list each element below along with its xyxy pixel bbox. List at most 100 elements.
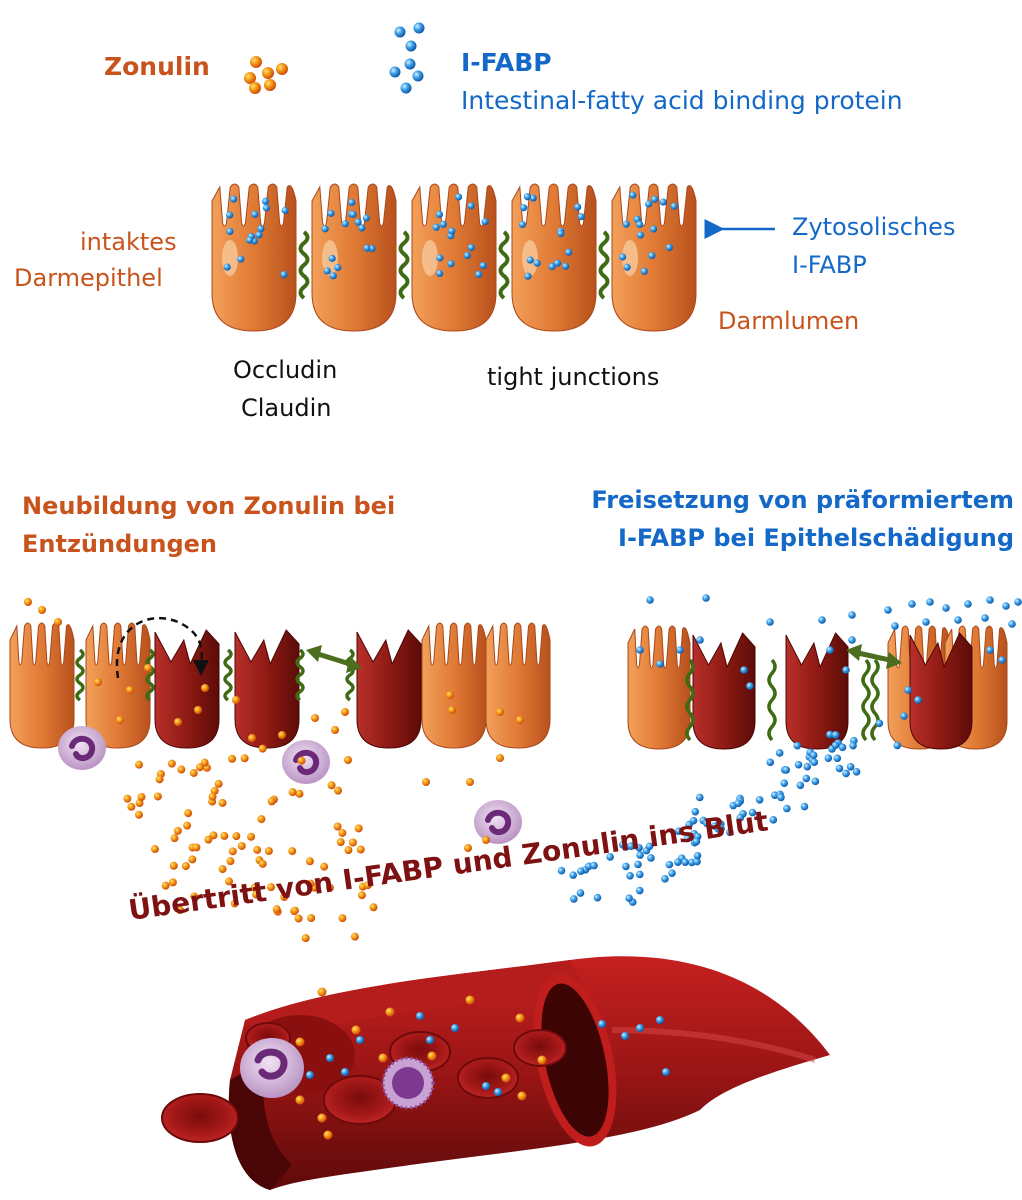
ifabp-particle [782, 766, 791, 774]
ifabp-particle [670, 202, 678, 210]
ifabp-particle [226, 211, 234, 219]
ifabp-particle [811, 777, 820, 786]
zonulin-particle [135, 760, 144, 769]
zonulin-particle [220, 831, 229, 840]
ifabp-particle [262, 204, 270, 212]
leukocyte [282, 740, 330, 784]
blood-vessel [228, 956, 830, 1190]
zonulin-particle [295, 1037, 305, 1047]
tight-junction-strands [298, 230, 610, 300]
ifabp-particle [436, 254, 444, 262]
damaged-cell [909, 632, 973, 750]
ifabp-particle [668, 869, 676, 877]
ifabp-particle [736, 813, 745, 822]
ifabp-particle [693, 851, 702, 860]
ifabp-section-title-1: Freisetzung von präformiertem [591, 486, 1014, 514]
zonulin-particle [465, 995, 475, 1005]
zonulin-particle [127, 802, 136, 811]
zonulin-particle [356, 845, 365, 854]
ifabp-particle [246, 236, 254, 244]
zonulin-particle [278, 731, 286, 739]
ifabp-particle [569, 871, 577, 879]
ifabp-particle [623, 263, 631, 271]
zonulin-particle [161, 881, 170, 890]
ifabp-particle [665, 860, 674, 869]
ifabp-particle [818, 616, 826, 624]
ifabp-particle [306, 1071, 314, 1079]
ifabp-particle [467, 243, 475, 252]
zonulin-particle [194, 706, 202, 714]
zonulin-particle [126, 686, 134, 694]
zonulin-particle [516, 716, 524, 724]
ifabp-particle [842, 666, 850, 674]
ifabp-particle [734, 799, 742, 808]
ifabp-particle [775, 749, 784, 757]
zonulin-particle [167, 759, 176, 768]
zonulin-particle [448, 706, 456, 714]
ifabp-particle [848, 636, 856, 644]
zonulin-particle [190, 892, 199, 901]
ifabp-particle [746, 682, 754, 690]
ifabp-particle [726, 828, 734, 837]
leukocyte-nucleus [69, 735, 96, 762]
epithelial-cell [311, 183, 397, 332]
ifabp-particle [634, 860, 642, 869]
zonulin-particle [214, 779, 223, 788]
ifabp-particle [689, 816, 698, 825]
zonulin-particle [24, 598, 32, 606]
damaged-cell [234, 629, 300, 749]
zonulin-particle [184, 809, 193, 818]
ifabp-particle [621, 1032, 629, 1040]
ifabp-particle [640, 267, 648, 275]
ifabp-particle [645, 842, 654, 851]
zonulin-particle [225, 877, 234, 886]
ifabp-particle [648, 251, 656, 260]
ifabp-particle [520, 204, 528, 212]
ifabp-particle [645, 200, 653, 208]
zonulin-legend-dots [244, 56, 288, 94]
ifabp-particle [777, 793, 785, 802]
epithelial-cell [411, 183, 497, 332]
tight-junction [767, 658, 777, 742]
ifabp-particle [986, 646, 994, 654]
zonulin-particle [38, 606, 46, 614]
zonulin-particle [537, 1055, 547, 1065]
zonulin-particle [123, 794, 132, 803]
ifabp-particle [835, 764, 844, 773]
zonulin-particle [267, 797, 276, 806]
ifabp-particle [625, 894, 633, 903]
ifabp-particle [838, 743, 847, 752]
gut-lumen-label: Darmlumen [718, 307, 860, 335]
ifabp-particle [230, 195, 238, 203]
damaged-cell [154, 629, 220, 749]
ifabp-particle [454, 193, 463, 201]
ifabp-section-title-2: I-FABP bei Epithelschädigung [618, 524, 1014, 552]
ifabp-particle [981, 614, 989, 622]
zonulin-particle [363, 881, 372, 890]
ifabp-particle [647, 854, 655, 862]
ifabp-particle [665, 243, 673, 252]
ifabp-particle [280, 270, 288, 279]
ifabp-particle [629, 191, 637, 199]
zonulin-particle [183, 821, 192, 830]
zonulin-particle [264, 847, 273, 856]
ifabp-particle [884, 606, 892, 614]
zonulin-particle [240, 754, 249, 763]
zonulin-particle [482, 836, 490, 844]
ifabp-particle [557, 866, 566, 875]
tight-junction [295, 648, 305, 702]
ifabp-particle [740, 666, 748, 674]
zonulin-particle [290, 906, 299, 915]
zonulin-particles [24, 598, 524, 943]
ifabp-particle [482, 1082, 490, 1090]
ifabp-particle [523, 193, 531, 201]
zonulin-particle [446, 691, 454, 699]
zonulin-particle [258, 859, 267, 868]
intact-epithelium-label-2: Darmepithel [14, 264, 163, 292]
ifabp-particle [426, 1036, 434, 1044]
cell-nucleus [222, 240, 238, 276]
zonulin-particle [176, 906, 185, 915]
zonulin-particle [288, 788, 297, 797]
ifabp-particle [548, 262, 556, 271]
ifabp-particle [875, 719, 884, 728]
